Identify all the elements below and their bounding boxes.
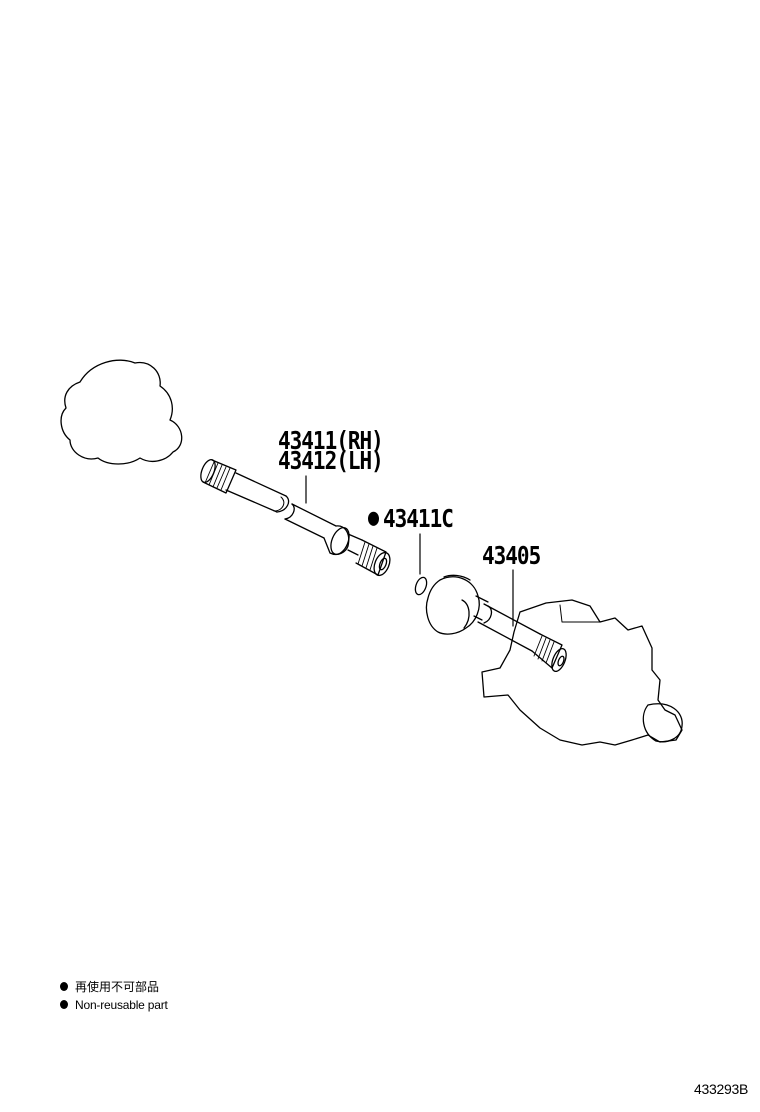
legend-japanese-text: 再使用不可部品 [75,980,160,994]
legend-english-text: Non-reusable part [75,998,168,1012]
legend-english: Non-reusable part [60,997,168,1013]
non-reusable-dot-icon [368,511,379,526]
part-label-43412-lh: 43412(LH) [278,446,384,475]
phantom-cloud-outline [60,359,183,465]
part-number-snap-ring: 43411C [383,504,454,533]
legend-japanese: 再使用不可部品 [60,979,159,995]
case-output-boss [642,703,683,743]
joint-shaft [425,574,567,673]
intermediate-shaft [200,458,391,577]
snap-ring [414,576,428,596]
part-label-43405: 43405 [482,541,541,570]
figure-id: 433293B [694,1081,748,1097]
part-label-43411-rh: 43411(RH) [278,426,384,455]
bullet-icon [60,1000,68,1009]
case-edge [559,604,601,623]
bullet-icon [60,982,68,991]
part-label-43411c: 43411C [368,504,454,533]
